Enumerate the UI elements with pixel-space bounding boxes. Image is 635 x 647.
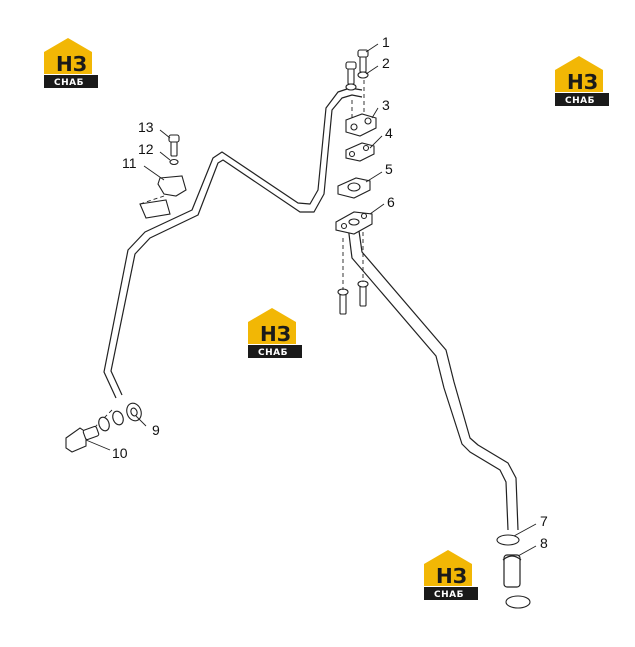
flange-group	[335, 49, 377, 315]
callout-5: 5	[385, 161, 393, 177]
banjo-group	[65, 402, 142, 453]
callout-13: 13	[138, 119, 154, 135]
pipe-assembly	[103, 87, 522, 588]
clamp-group	[139, 134, 187, 219]
svg-text:НЗ: НЗ	[56, 52, 87, 76]
right-tube-outer	[347, 225, 509, 531]
svg-text:НЗ: НЗ	[436, 564, 467, 588]
callout-numbers: 1 2 3 4 5 6 7 8 9 10 11 12 13	[112, 34, 548, 551]
callout-10: 10	[112, 445, 128, 461]
svg-text:СНАБ: СНАБ	[258, 348, 288, 358]
watermark-logo-center: НЗ СНАБ	[248, 308, 302, 358]
leader-lines	[85, 43, 537, 557]
left-tube-inner	[110, 94, 363, 396]
left-tube-outer	[103, 87, 363, 399]
callout-12: 12	[138, 141, 154, 157]
callout-11: 11	[122, 155, 137, 171]
right-tube-inner	[357, 223, 519, 531]
svg-text:НЗ: НЗ	[260, 322, 291, 346]
callout-7: 7	[540, 513, 548, 529]
callout-1: 1	[382, 34, 390, 50]
lower-hose	[503, 554, 521, 588]
callout-2: 2	[382, 55, 390, 71]
callout-3: 3	[382, 97, 390, 113]
callout-4: 4	[385, 125, 393, 141]
callout-8: 8	[540, 535, 548, 551]
callout-9: 9	[152, 422, 160, 438]
callout-6: 6	[387, 194, 395, 210]
svg-text:СНАБ: СНАБ	[434, 590, 464, 600]
svg-text:СНАБ: СНАБ	[54, 78, 84, 88]
watermark-logo-top-right: НЗ СНАБ	[555, 56, 609, 106]
watermark-logo-bottom: НЗ СНАБ	[424, 550, 478, 600]
pipe-end-group	[496, 534, 531, 609]
svg-text:СНАБ: СНАБ	[565, 96, 595, 106]
watermark-logo-top-left: НЗ СНАБ	[44, 38, 98, 88]
svg-text:НЗ: НЗ	[567, 70, 598, 94]
